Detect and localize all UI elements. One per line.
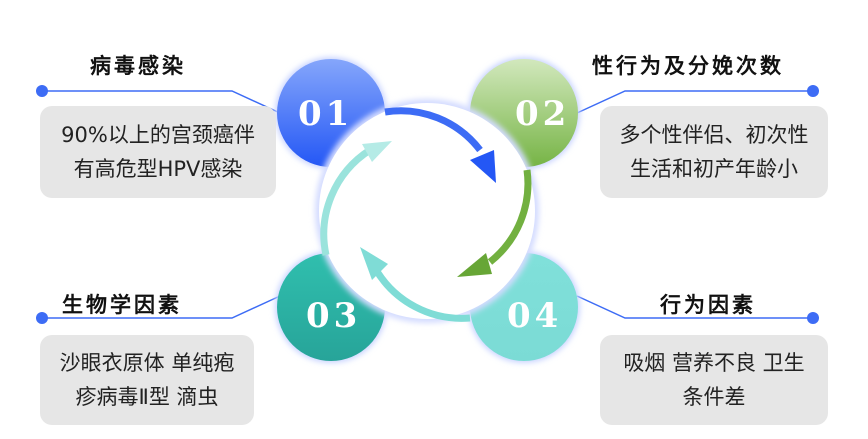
title-behavioral-factors: 行为因素 [660,293,756,317]
step-number-02: 02 [515,94,571,134]
connector-dots [36,85,819,324]
connector-lines [42,90,813,319]
title-biological-factors: 生物学因素 [62,293,182,317]
desc-line: 生活和初产年龄小 [630,157,798,181]
desc-box-04: 吸烟 营养不良 卫生 条件差 [600,335,828,425]
desc-line: 疹病毒Ⅱ型 滴虫 [75,385,219,409]
desc-line: 有高危型HPV感染 [73,157,243,181]
cycle-arrows [320,107,532,322]
desc-line: 多个性伴侣、初次性 [619,123,809,147]
desc-box-01: 90%以上的宫颈癌伴 有高危型HPV感染 [40,106,276,198]
desc-line: 90%以上的宫颈癌伴 [61,123,255,147]
step-number-01: 01 [298,94,354,134]
desc-box-03: 沙眼衣原体 单纯疱 疹病毒Ⅱ型 滴虫 [40,335,254,425]
step-number-03: 03 [306,296,362,336]
step-number-04: 04 [507,296,563,336]
desc-box-02: 多个性伴侣、初次性 生活和初产年龄小 [600,106,828,198]
title-sexual-behavior: 性行为及分娩次数 [592,54,784,78]
desc-line: 沙眼衣原体 单纯疱 [59,351,235,375]
title-virus-infection: 病毒感染 [90,54,186,78]
desc-line: 吸烟 营养不良 卫生 [623,351,805,375]
desc-line: 条件差 [682,385,746,409]
